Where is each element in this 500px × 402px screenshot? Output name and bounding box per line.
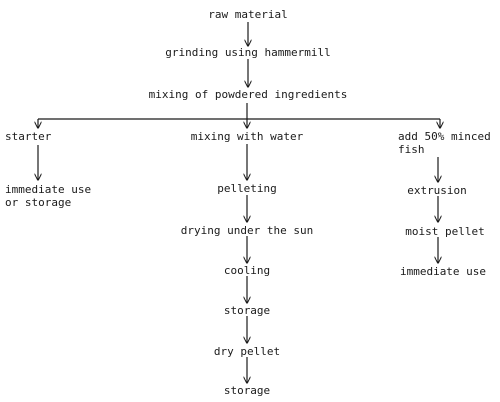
node-pelleting: pelleting [217,182,277,195]
node-raw-material: raw material [208,8,288,21]
node-moist-pellet: moist pellet [405,225,485,238]
node-immediate-use-or-storage: immediate use or storage [5,183,92,209]
node-storage-2: storage [223,384,271,397]
node-grinding: grinding using hammermill [165,46,331,59]
node-add-minced-fish: add 50% minced fish [398,130,491,156]
node-immediate-use: immediate use [399,265,487,278]
node-extrusion: extrusion [407,184,467,197]
node-mixing-with-water: mixing with water [190,130,304,143]
node-cooling: cooling [223,264,271,277]
node-mixing-powdered: mixing of powdered ingredients [148,88,348,101]
node-storage-1: storage [223,304,271,317]
node-drying-under-sun: drying under the sun [180,224,314,237]
node-dry-pellet: dry pellet [213,345,281,358]
node-starter: starter [5,130,52,143]
